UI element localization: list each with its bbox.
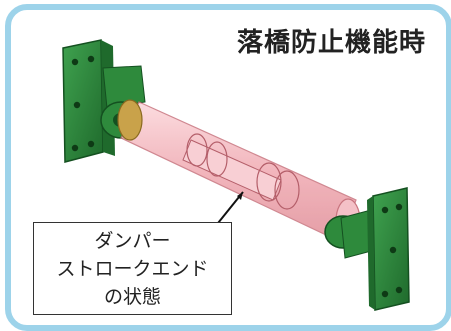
damper-rod bbox=[182, 133, 300, 210]
left-mounting-bracket bbox=[62, 39, 146, 163]
figure-frame: 落橋防止機能時 ダンパー ストロークエンド の状態 bbox=[5, 4, 451, 331]
right-mounting-bracket bbox=[324, 187, 410, 311]
damper-illustration bbox=[62, 39, 410, 311]
callout-line: の状態 bbox=[103, 286, 161, 308]
figure-title: 落橋防止機能時 bbox=[236, 28, 426, 58]
callout-line: ダンパー bbox=[94, 230, 171, 252]
callout-box: ダンパー ストロークエンド の状態 bbox=[33, 222, 232, 315]
callout-line: ストロークエンド bbox=[56, 258, 209, 280]
